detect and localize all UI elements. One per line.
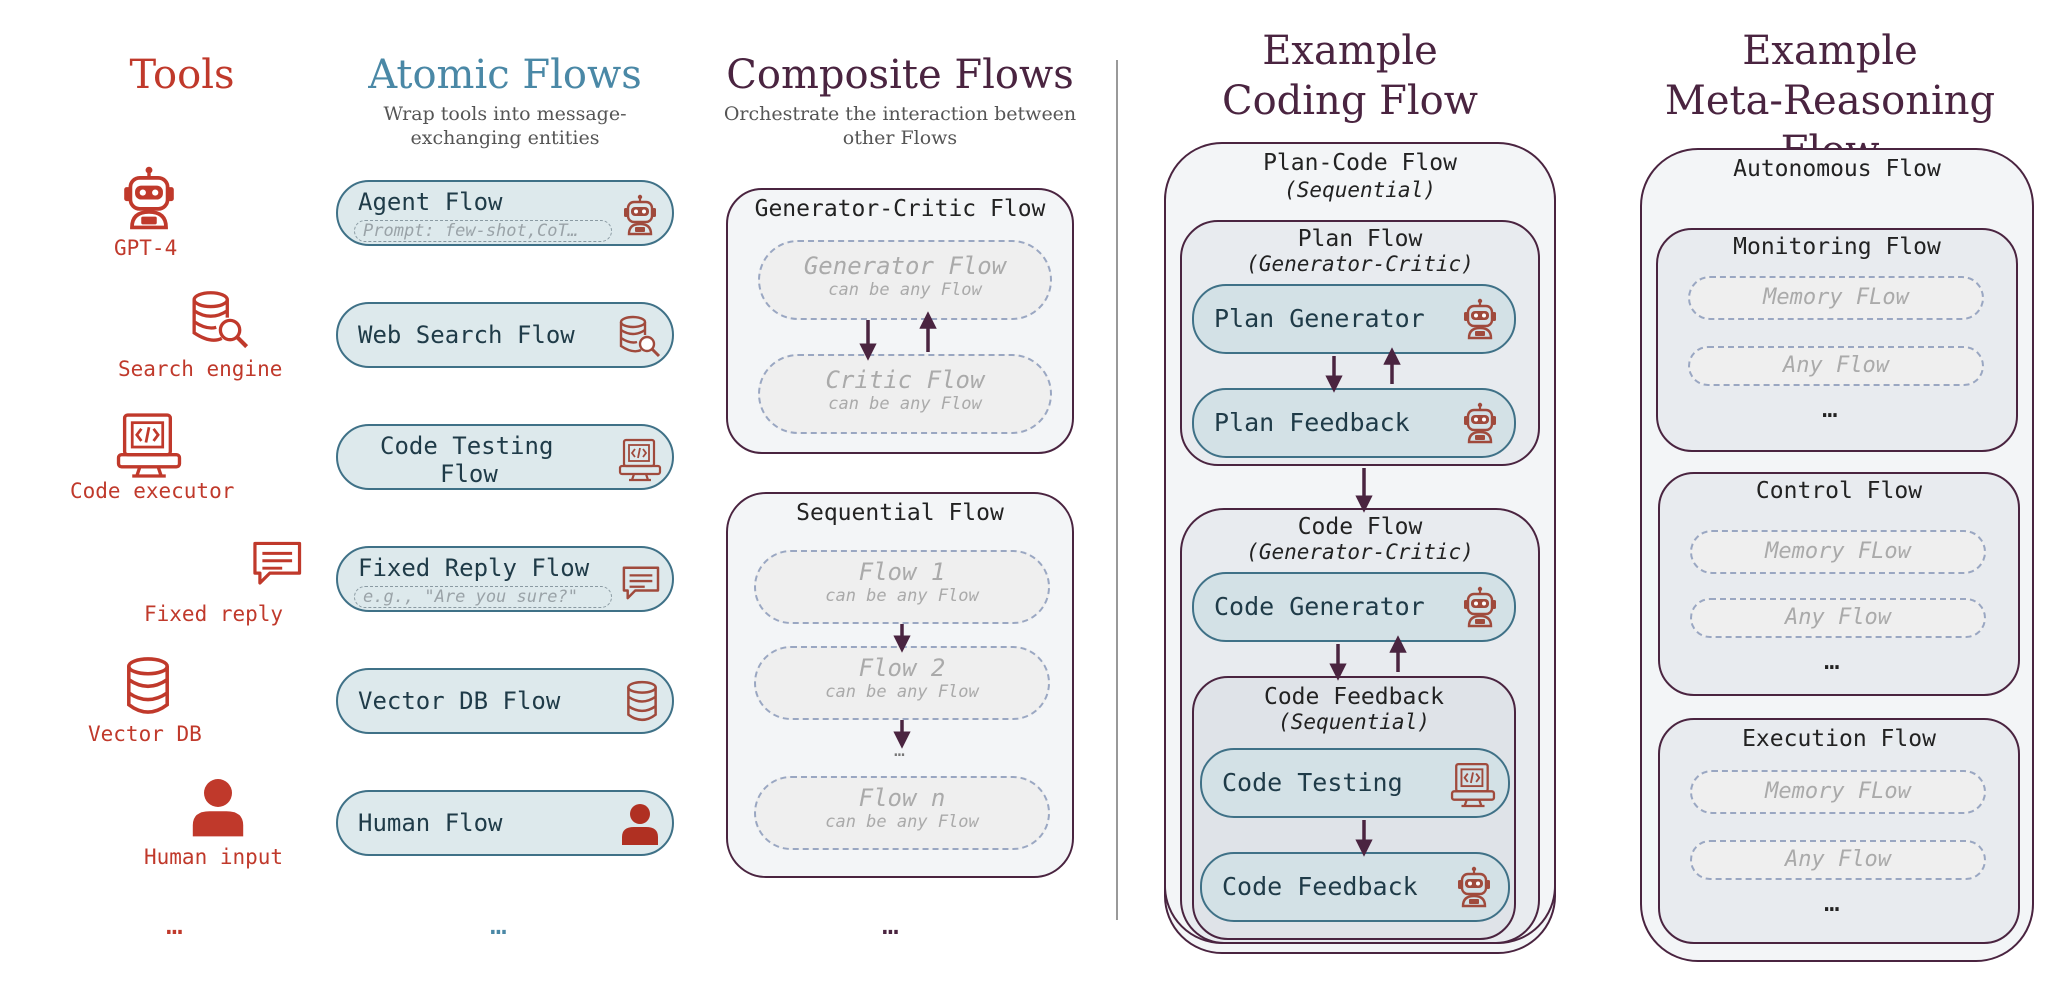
fixed-reply-flow-label: Fixed Reply Flow bbox=[358, 554, 590, 582]
agent-flow[interactable]: Agent Flow Prompt: few-shot,CoT… bbox=[336, 180, 674, 246]
control-memory-flow: Memory FLow bbox=[1690, 530, 1986, 574]
flow-1-placeholder: Flow 1 can be any Flow bbox=[754, 550, 1050, 624]
atomic-flows-subtitle: Wrap tools into message-exchanging entit… bbox=[383, 103, 627, 149]
code-testing-flow[interactable]: Code Testing Flow bbox=[336, 424, 674, 490]
code-feedback-label: Code Feedback bbox=[1222, 872, 1418, 901]
human-flow-label: Human Flow bbox=[358, 809, 503, 837]
monitoring-flow-title: Monitoring Flow bbox=[1733, 234, 1941, 260]
atomic-flows-title: Atomic Flows bbox=[368, 52, 642, 98]
coding-flow-title-line2: Coding Flow bbox=[1221, 78, 1479, 124]
flow-n-title: Flow n bbox=[858, 784, 946, 812]
flow-2-title: Flow 2 bbox=[858, 654, 946, 682]
plan-code-flow-type: (Sequential) bbox=[1284, 178, 1436, 202]
execution-flow[interactable]: Execution Flow Memory FLow Any Flow … bbox=[1658, 718, 2020, 944]
control-any-flow: Any Flow bbox=[1690, 598, 1986, 638]
code-testing[interactable]: Code Testing bbox=[1200, 748, 1510, 818]
web-search-flow[interactable]: Web Search Flow bbox=[336, 302, 674, 368]
plan-feedback-label: Plan Feedback bbox=[1214, 408, 1410, 437]
agent-flow-label: Agent Flow bbox=[358, 188, 503, 216]
generator-critic-flow-title: Generator-Critic Flow bbox=[754, 196, 1046, 222]
sequential-flow-title: Sequential Flow bbox=[796, 500, 1004, 526]
generator-flow-title: Generator Flow bbox=[803, 252, 1007, 280]
flow-n-sub: can be any Flow bbox=[825, 812, 979, 832]
tool-label-human-input: Human input bbox=[144, 845, 284, 869]
coding-flow-title-line1: Example bbox=[1262, 28, 1438, 74]
tool-label-code-executor: Code executor bbox=[70, 479, 235, 503]
code-testing-flow-label-2: Flow bbox=[440, 460, 498, 488]
web-search-flow-label: Web Search Flow bbox=[358, 321, 575, 349]
plan-flow-type: (Generator-Critic) bbox=[1246, 252, 1474, 276]
flow-1-sub: can be any Flow bbox=[825, 586, 979, 606]
composite-flows-title: Composite Flows bbox=[726, 52, 1074, 98]
plan-generator[interactable]: Plan Generator bbox=[1192, 284, 1516, 354]
vector-db-flow-label: Vector DB Flow bbox=[358, 687, 561, 715]
code-testing-flow-label-1: Code Testing bbox=[380, 432, 554, 460]
plan-feedback[interactable]: Plan Feedback bbox=[1192, 388, 1516, 458]
tool-label-fixed-reply: Fixed reply bbox=[144, 602, 284, 626]
code-flow-type: (Generator-Critic) bbox=[1246, 540, 1474, 564]
code-generator-label: Code Generator bbox=[1214, 592, 1425, 621]
execution-memory-flow: Memory FLow bbox=[1690, 770, 1986, 814]
flow-1-title: Flow 1 bbox=[858, 558, 946, 586]
flow-2-sub: can be any Flow bbox=[825, 682, 979, 702]
code-feedback-flow-type: (Sequential) bbox=[1278, 710, 1430, 734]
tool-label-search-engine: Search engine bbox=[118, 357, 283, 381]
control-flow[interactable]: Control Flow Memory FLow Any Flow … bbox=[1658, 472, 2020, 696]
generator-flow-placeholder: Generator Flow can be any Flow bbox=[758, 240, 1052, 320]
meta-flow-title-line1: Example bbox=[1742, 28, 1918, 74]
control-dots: … bbox=[1824, 646, 1840, 676]
execution-any-flow: Any Flow bbox=[1690, 840, 1986, 880]
composite-ellipsis: … bbox=[882, 908, 901, 941]
code-generator[interactable]: Code Generator bbox=[1192, 572, 1516, 642]
tool-label-vector-db: Vector DB bbox=[88, 722, 202, 746]
plan-generator-label: Plan Generator bbox=[1214, 304, 1425, 333]
plan-code-flow-title: Plan-Code Flow bbox=[1263, 150, 1457, 176]
generator-critic-flow[interactable]: Generator-Critic Flow Generator Flow can… bbox=[726, 188, 1074, 454]
fixed-reply-flow[interactable]: Fixed Reply Flow e.g., "Are you sure?" bbox=[336, 546, 674, 612]
critic-flow-title: Critic Flow bbox=[825, 366, 985, 394]
code-feedback-flow-title: Code Feedback bbox=[1263, 684, 1444, 710]
monitoring-memory-flow: Memory FLow bbox=[1688, 276, 1984, 320]
plan-flow-title: Plan Flow bbox=[1297, 226, 1423, 252]
tools-title: Tools bbox=[129, 52, 235, 98]
code-testing-label: Code Testing bbox=[1222, 768, 1403, 797]
tool-label-gpt4: GPT-4 bbox=[114, 236, 178, 260]
flow-2-placeholder: Flow 2 can be any Flow bbox=[754, 646, 1050, 720]
sequential-middle-dots: … bbox=[894, 740, 905, 761]
monitoring-flow[interactable]: Monitoring Flow Memory FLow Any Flow … bbox=[1656, 228, 2018, 452]
execution-dots: … bbox=[1824, 888, 1840, 918]
sequential-flow[interactable]: Sequential Flow Flow 1 can be any Flow F… bbox=[726, 492, 1074, 878]
flow-n-placeholder: Flow n can be any Flow bbox=[754, 776, 1050, 850]
autonomous-flow-title: Autonomous Flow bbox=[1733, 156, 1941, 182]
code-feedback[interactable]: Code Feedback bbox=[1200, 852, 1510, 922]
fixed-reply-flow-example: e.g., "Are you sure?" bbox=[354, 586, 612, 608]
execution-flow-title: Execution Flow bbox=[1742, 726, 1936, 752]
generator-flow-sub: can be any Flow bbox=[828, 280, 982, 300]
monitoring-dots: … bbox=[1822, 394, 1838, 424]
composite-flows-subtitle: Orchestrate the interaction between othe… bbox=[723, 103, 1077, 149]
monitoring-any-flow: Any Flow bbox=[1688, 346, 1984, 386]
human-flow[interactable]: Human Flow bbox=[336, 790, 674, 856]
critic-flow-placeholder: Critic Flow can be any Flow bbox=[758, 354, 1052, 434]
agent-flow-prompt: Prompt: few-shot,CoT… bbox=[354, 220, 612, 242]
code-flow-title: Code Flow bbox=[1297, 514, 1423, 540]
tools-ellipsis: … bbox=[166, 908, 185, 941]
critic-flow-sub: can be any Flow bbox=[828, 394, 982, 414]
control-flow-title: Control Flow bbox=[1755, 478, 1923, 504]
vector-db-flow[interactable]: Vector DB Flow bbox=[336, 668, 674, 734]
column-divider bbox=[1116, 60, 1118, 920]
atomic-ellipsis: … bbox=[490, 908, 509, 941]
